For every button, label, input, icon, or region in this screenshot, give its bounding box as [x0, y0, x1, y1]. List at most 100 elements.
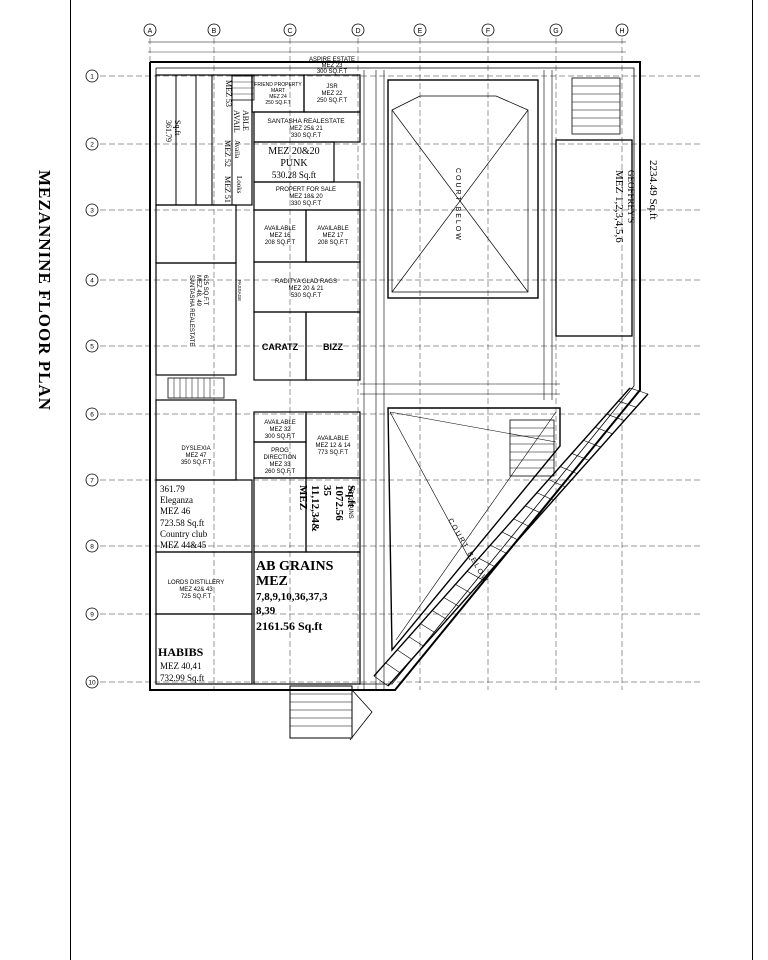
grid-bubble-row-6: [85, 407, 99, 421]
dyslexia-line3: 350 SQ.F.T: [181, 460, 212, 466]
grid-label-row-6: 6: [90, 412, 94, 419]
grid-bubble-row-10: [85, 675, 99, 689]
truss-member: [432, 610, 448, 620]
abgrains-big-line3: 7,8,9,10,36,37,3: [256, 591, 328, 603]
grid-label-row-2: 2: [90, 142, 94, 149]
grid-label-col-B: B: [212, 28, 217, 35]
friend-line2: MART: [271, 88, 285, 94]
friend-name: FRIEND PROPERTY: [254, 82, 302, 88]
grid-bubble-row-1: [85, 69, 99, 83]
habibs-line2: MEZ 40,41: [160, 661, 202, 671]
prog-line2: DIRECTION: [264, 455, 297, 461]
aspire-name: ASPIRE ESTATE: [309, 57, 355, 63]
avail16-line3: 208 SQ.F.T: [265, 240, 296, 246]
santasha1-line2: MEZ 25& 21: [289, 126, 323, 132]
elegance-line2: Eleganza: [160, 495, 193, 505]
truss-member: [501, 531, 519, 541]
dyslexia-name: DYSLEXIA: [181, 446, 210, 452]
grid-label-row-1: 1: [90, 74, 94, 81]
grid-label-row-5: 5: [90, 344, 94, 351]
small53-line2: AVAIL: [232, 110, 241, 133]
sheet-border-left: [70, 0, 71, 960]
grid-bubble-col-D: [351, 23, 365, 37]
small52-name: MEZ 52: [223, 140, 232, 167]
avail12-line3: 773 SQ.F.T: [318, 450, 349, 456]
grid-label-col-C: C: [287, 28, 292, 35]
truss-member: [629, 387, 649, 395]
truss-member: [583, 440, 601, 448]
prog-name: PROG: [271, 448, 289, 454]
grid-label-col-D: D: [355, 28, 360, 35]
avail32-line3: 300 SQ.F.T: [265, 434, 296, 440]
grid-label-col-G: G: [553, 28, 558, 35]
small51-name: MEZ 51: [223, 176, 232, 203]
aspire-line2: MEZ 23: [321, 63, 343, 69]
grid-label-row-7: 7: [90, 478, 94, 485]
country-line3: MEZ 44&45: [160, 540, 207, 550]
small51-line2: Looks: [235, 176, 243, 194]
truss-member: [373, 675, 389, 687]
lords-name: LORDS DISTILLERY: [168, 580, 225, 586]
truss-member: [455, 584, 471, 594]
truss-member: [408, 636, 424, 647]
punk-line3: 530.28 Sq.ft: [272, 170, 317, 180]
santasha2-line2: MEZ 48, 49: [195, 275, 201, 307]
court-below-upper: [387, 79, 539, 299]
court-below-lower: [387, 407, 561, 652]
bottom-stairs: [289, 685, 373, 741]
abgrains-big-line2: MEZ: [256, 574, 288, 589]
abgrains-big-name: AB GRAINS: [256, 559, 334, 574]
santasha2-line3: 625 SQ.F.T: [202, 275, 208, 306]
raditya-line3: 530 SQ.F.T: [291, 293, 322, 299]
habibs-name: HABIBS: [158, 645, 204, 659]
truss-member: [560, 466, 578, 474]
truss-member: [548, 479, 566, 488]
truss-member: [420, 623, 436, 634]
raditya-line2: MEZ 20 & 21: [288, 286, 324, 292]
avail17-name: AVAILABLE: [317, 226, 348, 232]
santasha1-line3: 330 SQ.F.T: [291, 133, 322, 139]
left-stairs: [167, 377, 225, 399]
jsr-line2: MEZ 22: [321, 91, 343, 97]
grid-label-col-F: F: [486, 28, 490, 35]
dyslexia-line2: MEZ 47: [185, 453, 207, 459]
habibs-line3: 732.99 Sq.ft: [160, 673, 205, 683]
abgrains-small-line6: Sq.ft: [345, 485, 357, 508]
punk-line2: PUNK: [280, 158, 308, 169]
elegance-name: 361.79: [160, 484, 185, 494]
court-below-lower-label: COURT BELOW: [446, 518, 489, 585]
lords-line3: 725 SQ.F.T: [181, 594, 212, 600]
truss-member: [571, 453, 590, 461]
avail17-line2: MEZ 17: [322, 233, 344, 239]
jsr-line3: 250 SQ.F.T: [317, 98, 348, 104]
elegance-line3: MEZ 46: [160, 506, 191, 516]
right-mid-stairs: [509, 419, 555, 477]
sheet-border-right: [752, 0, 753, 960]
avail12-name: AVAILABLE: [317, 436, 348, 442]
aspire-line3: 300 SQ.F.T: [317, 69, 348, 75]
truss-member: [606, 413, 625, 421]
grid-bubble-col-E: [413, 23, 427, 37]
grid-bubble-row-4: [85, 273, 99, 287]
abgrains-small-line2: MEZ: [297, 485, 309, 510]
punk-name: MEZ 20&20: [268, 146, 319, 157]
grid-bubble-row-3: [85, 203, 99, 217]
truss-member: [536, 492, 554, 501]
abgrains-small-line3: 11,12,34&: [309, 485, 321, 532]
truss-member: [478, 557, 495, 567]
avail32-name: AVAILABLE: [264, 420, 295, 426]
abgrains-small-name: AB GRAINS: [347, 486, 353, 519]
prog-line3: MEZ 33: [269, 462, 291, 468]
grid-bubble-row-7: [85, 473, 99, 487]
grid-label-row-10: 10: [88, 680, 96, 687]
grid-bubble-col-A: [143, 23, 157, 37]
right-top-stairs: [571, 77, 621, 135]
small53-line3: ABLE: [241, 110, 250, 131]
truss-member: [490, 544, 507, 554]
grid-label-col-H: H: [619, 28, 624, 35]
grid-label-row-3: 3: [90, 208, 94, 215]
truss-member: [397, 649, 412, 660]
small50-name: 361.79: [164, 120, 173, 142]
